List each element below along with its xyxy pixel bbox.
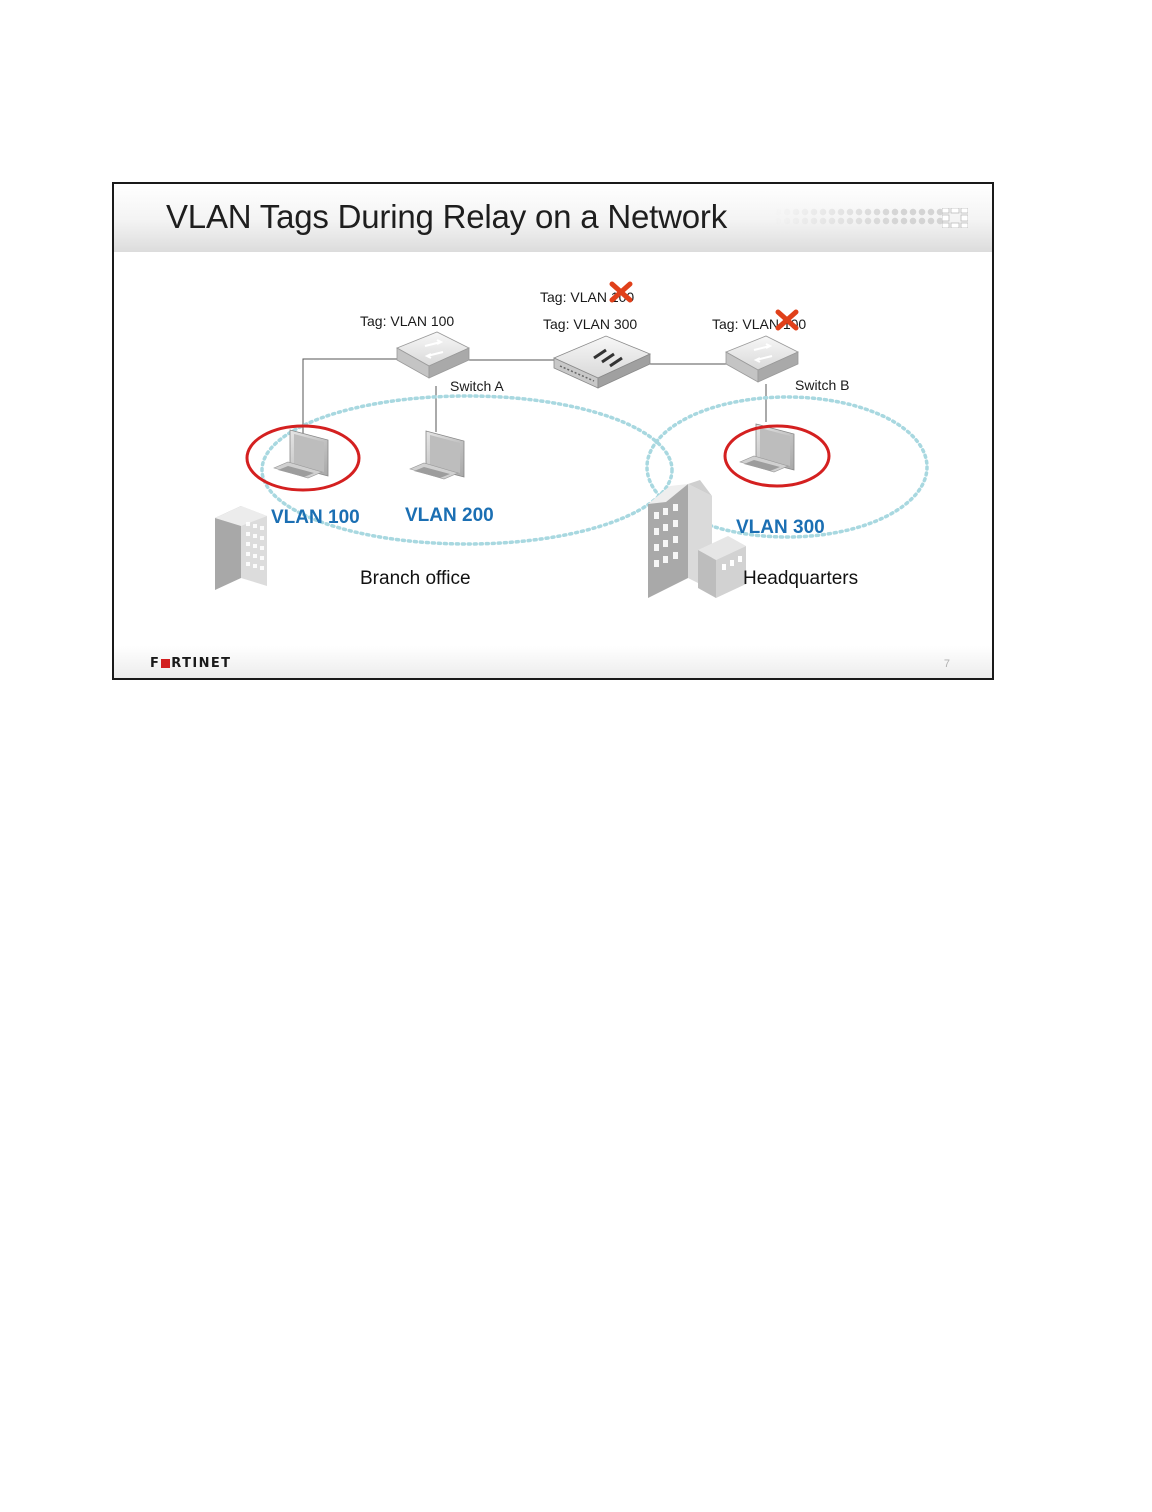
computer-icon-branch-2	[409, 430, 465, 480]
vlan-100-label: VLAN 100	[271, 507, 360, 528]
logo-letter-f: F	[150, 656, 161, 671]
fortinet-logo-icon	[942, 208, 968, 228]
switch-b-label: Switch B	[795, 377, 849, 393]
branch-office-zone	[260, 394, 674, 546]
vlan-300-label: VLAN 300	[736, 517, 825, 538]
remove-x-icon-firewall-tag	[609, 281, 633, 303]
switch-b-icon	[725, 335, 799, 383]
branch-building-icon	[215, 506, 267, 590]
fortinet-wordmark-logo: F RTINET	[150, 656, 231, 671]
vlan-200-label: VLAN 200	[405, 505, 494, 526]
computer-icon-hq	[739, 423, 795, 473]
network-links	[302, 358, 767, 440]
headquarters-zone	[645, 395, 929, 539]
highlight-circle-vlan100-pc	[245, 424, 361, 492]
remove-x-icon-switch-b-tag	[775, 309, 799, 331]
headquarters-label: Headquarters	[743, 568, 858, 589]
firewall-icon	[553, 335, 652, 389]
highlight-circle-vlan300-pc	[723, 424, 831, 488]
title-dots-decoration	[774, 208, 944, 226]
title-bar: VLAN Tags During Relay on a Network	[114, 184, 992, 252]
switch-a-icon	[396, 331, 470, 379]
firewall-tag-current-label: Tag: VLAN 300	[543, 316, 637, 332]
logo-red-square-icon	[161, 659, 171, 668]
headquarters-building-icon	[648, 480, 746, 598]
switch-b-tag-label: Tag: VLAN 100	[712, 316, 806, 332]
vlan-relay-diagram: Tag: VLAN 100 Tag: VLAN 100 Tag: VLAN 30…	[215, 281, 929, 598]
page-number: 7	[943, 658, 950, 670]
computer-icon-branch-1	[273, 429, 329, 479]
switch-a-tag-label: Tag: VLAN 100	[360, 313, 454, 329]
slide: VLAN Tags During Relay on a Network	[112, 182, 994, 680]
footer-bar: F RTINET 7	[114, 646, 992, 678]
switch-a-label: Switch A	[450, 378, 504, 394]
branch-office-label: Branch office	[360, 568, 471, 589]
slide-title: VLAN Tags During Relay on a Network	[166, 198, 727, 235]
logo-letters-rtinet: RTINET	[171, 656, 232, 671]
